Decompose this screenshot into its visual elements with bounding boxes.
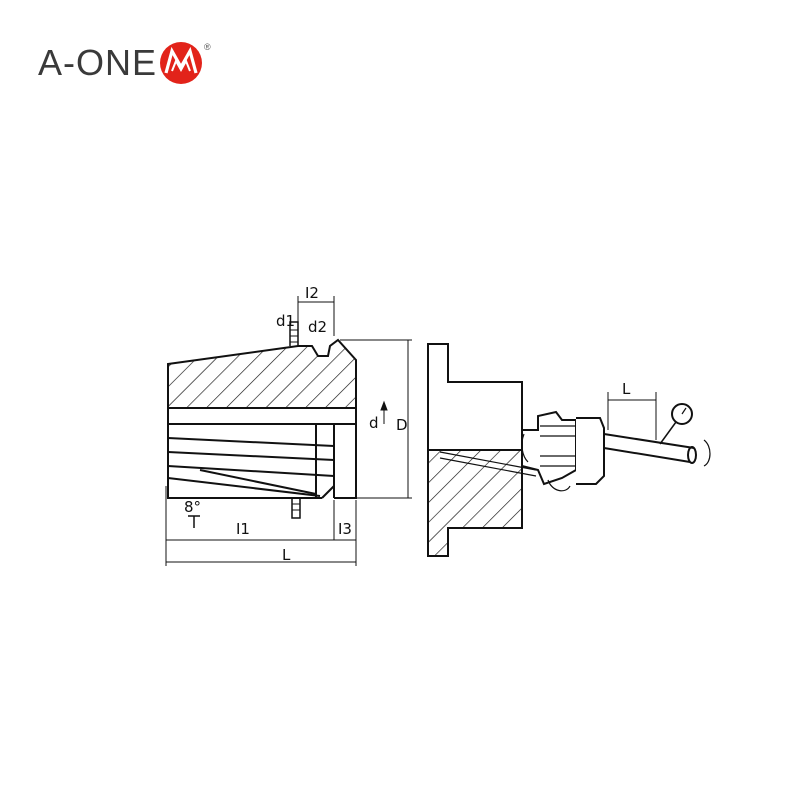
dimension-lines-left (165, 296, 412, 566)
holder-assembly-view (427, 343, 711, 557)
label-d2: d2 (308, 318, 327, 336)
label-L-right: L (622, 380, 631, 398)
tool-shaft-top (603, 433, 695, 449)
tool-shaft-bottom (603, 447, 691, 463)
label-d1: d1 (276, 312, 295, 330)
collet-section-view (167, 321, 357, 519)
lower-screw (291, 498, 301, 519)
label-l3: I3 (338, 520, 352, 538)
label-L: L (282, 546, 291, 564)
chuck-rotation-icon (547, 479, 571, 492)
label-angle: 8° (184, 498, 201, 516)
label-l2: I2 (305, 284, 319, 302)
brand-logo-group: A-ONE ® (38, 38, 211, 88)
brand-emblem-icon (160, 42, 203, 84)
collet-nut (521, 410, 577, 486)
registered-mark: ® (204, 42, 211, 52)
flange-lower (427, 449, 523, 557)
label-D: D (396, 416, 408, 434)
label-l1: I1 (236, 520, 250, 538)
rotation-arrow-icon (703, 439, 711, 467)
collet-upper-wall (167, 338, 357, 409)
brand-name: A-ONE (38, 42, 158, 83)
collet-insert (576, 417, 605, 485)
label-d: d (369, 414, 379, 432)
dimension-lines-right (607, 392, 657, 440)
d1-screw (289, 321, 299, 346)
flange-upper (427, 343, 523, 451)
